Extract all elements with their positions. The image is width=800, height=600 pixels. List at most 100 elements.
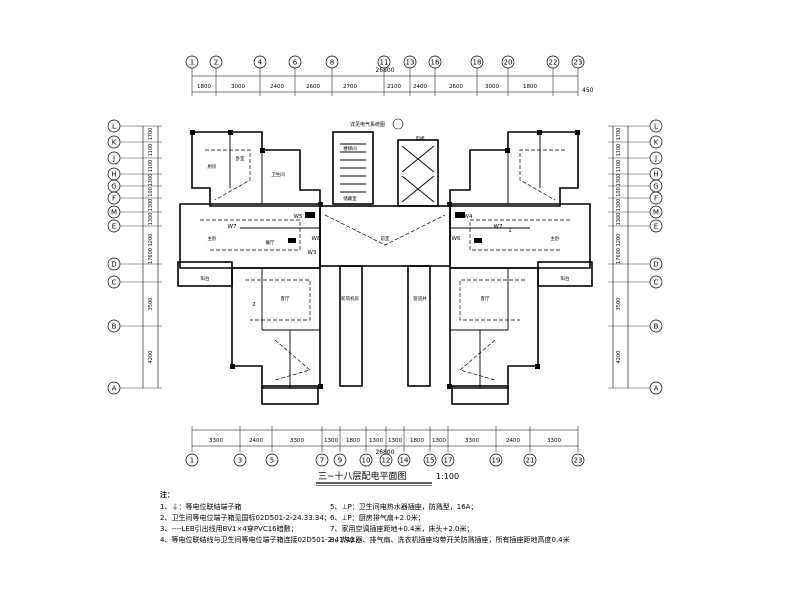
dim-top-extra: 450 (582, 87, 594, 94)
axis-left-bubble-label: B (112, 323, 117, 331)
room-label: 主卧 (208, 235, 217, 242)
dim-left-value: 4200 (148, 351, 154, 364)
dim-top-value: 3000 (231, 84, 245, 90)
axis-top-bubble-circle (501, 55, 515, 69)
axis-top-bubble-circle (288, 55, 302, 69)
axis-bottom-bubble-circle (523, 453, 537, 467)
room-label: 餐厅 (266, 239, 275, 246)
dim-left-value: 1300 (148, 174, 154, 187)
axis-right-bubble-label: A (654, 385, 659, 393)
distribution-panels (288, 212, 482, 243)
dim-bottom-value: 2400 (249, 438, 263, 444)
dim-top-value: 2400 (413, 84, 427, 90)
room-label: 客厅 (481, 295, 490, 302)
axis-bottom-bubble-circle (233, 453, 247, 467)
axis-bottom-bubble-label: 14 (400, 457, 409, 465)
dim-left-value: 1200 (148, 234, 154, 247)
dim-right-value: 1100 (616, 144, 622, 157)
axis-bottom-bubble-label: 21 (526, 457, 535, 465)
dim-bottom-value: 1300 (388, 438, 402, 444)
dim-right-value: 17600 (616, 248, 622, 264)
dim-top-value: 2700 (343, 84, 357, 90)
dim-right-value: 1300 (616, 199, 622, 212)
circuit-tag: W7 (228, 224, 237, 230)
axis-bottom-bubble-label: 3 (238, 457, 242, 465)
axis-right-bubble-label: D (653, 261, 658, 269)
axis-top-bubble-circle (325, 55, 339, 69)
axis-bottom-bubble-circle (379, 453, 393, 467)
axis-bottom-bubble-label: 12 (382, 457, 391, 465)
axis-left-bubble-label: J (112, 155, 115, 163)
room-label: 楼梯间 (343, 145, 357, 152)
axis-right-bubble-label: K (654, 139, 659, 147)
dim-top-value: 1800 (197, 84, 211, 90)
axis-bottom-bubble-circle (397, 453, 411, 467)
axis-bottom-bubble-label: 15 (426, 457, 435, 465)
dim-bottom-value: 3300 (290, 438, 304, 444)
axis-top-bubble-label: 20 (504, 59, 513, 67)
axis-bottom-bubble-label: 5 (270, 457, 274, 465)
dimension-text-left: 1700110011001300100130013001200176003500… (148, 128, 154, 364)
axis-top-bubble-circle (377, 55, 391, 69)
dimension-text-right: 1700110011001300100130013001200176003500… (616, 128, 622, 364)
bottom-dimension-lines (192, 429, 578, 447)
note-item: 6、⊥P：厨房排气扇+2.0米； (330, 514, 425, 522)
dim-right-value: 1300 (616, 213, 622, 226)
dim-top-value: 2600 (306, 84, 320, 90)
room-label: 新风机房 (341, 295, 359, 302)
axis-top-bubble-label: 11 (380, 59, 389, 67)
axis-bottom-bubble-label: 23 (574, 457, 583, 465)
dim-right-value: 4200 (616, 351, 622, 364)
drawing-scale: 1:100 (436, 472, 459, 481)
circuit-tag: W8 (312, 236, 321, 242)
interior-partitions (229, 132, 541, 388)
top-callout: 详见电气系统图 (350, 121, 385, 128)
axis-left-bubble-label: K (112, 139, 117, 147)
note-item: 4、等电位联结线与卫生间等电位端子箱连接02D501-2-41.42； (160, 536, 362, 544)
axis-top-bubble-label: 16 (431, 59, 440, 67)
drawing-title: 三~十八层配电平面图 (318, 470, 407, 482)
circuit-tag: 1 (508, 228, 512, 234)
dim-right-value: 1700 (616, 128, 622, 141)
axis-right-bubble-label: E (654, 223, 658, 231)
axis-right-bubble-label: H (653, 171, 658, 179)
dim-top-value: 3000 (485, 84, 499, 90)
circuit-tag: W6 (452, 236, 461, 242)
room-label: 储藏室 (343, 195, 357, 202)
axis-left-bubble-label: F (112, 195, 116, 203)
electrical-wiring (200, 149, 570, 381)
room-label: 卫生间 (271, 171, 285, 178)
axis-right-bubble-label: M (653, 209, 659, 217)
axis-right-bubble-label: J (654, 155, 657, 163)
axis-bottom-bubble-label: 17 (444, 457, 453, 465)
axis-left-bubble-label: C (112, 279, 117, 287)
building-walls (177, 131, 593, 405)
axis-top-bubble-circle (470, 55, 484, 69)
axis-top-bubble-circle (403, 55, 417, 69)
axis-left-bubble-label: M (111, 209, 117, 217)
axis-top-bubble-label: 18 (473, 59, 482, 67)
axis-top-bubble-circle (185, 55, 199, 69)
dim-bottom-value: 1300 (432, 438, 446, 444)
room-label: 阳台 (201, 275, 210, 282)
dim-top-value: 2400 (270, 84, 284, 90)
axis-bottom-bubble-circle (315, 453, 329, 467)
axis-bottom-bubble-label: 19 (492, 457, 501, 465)
axis-left-bubble-label: D (111, 261, 116, 269)
room-label: 厨房 (208, 163, 217, 170)
circuit-tag: W5 (294, 214, 303, 220)
axis-top-bubble-label: 2 (214, 59, 218, 67)
room-label: 阳台 (561, 275, 570, 282)
dim-right-value: 1300 (616, 174, 622, 187)
dim-right-value: 100 (616, 187, 622, 197)
dim-left-value: 1100 (148, 144, 154, 157)
note-item: 8、热水器、排气扇、洗衣机插座均带开关防溅插座，所有插座距地高度0.4米 (330, 536, 570, 544)
axis-bottom-bubble-circle (265, 453, 279, 467)
axis-top-bubble-label: 22 (549, 59, 558, 67)
note-item: 3、----LEB引出线用BV1×4穿PVC16暗敷； (160, 525, 298, 533)
structural-columns (190, 130, 580, 389)
